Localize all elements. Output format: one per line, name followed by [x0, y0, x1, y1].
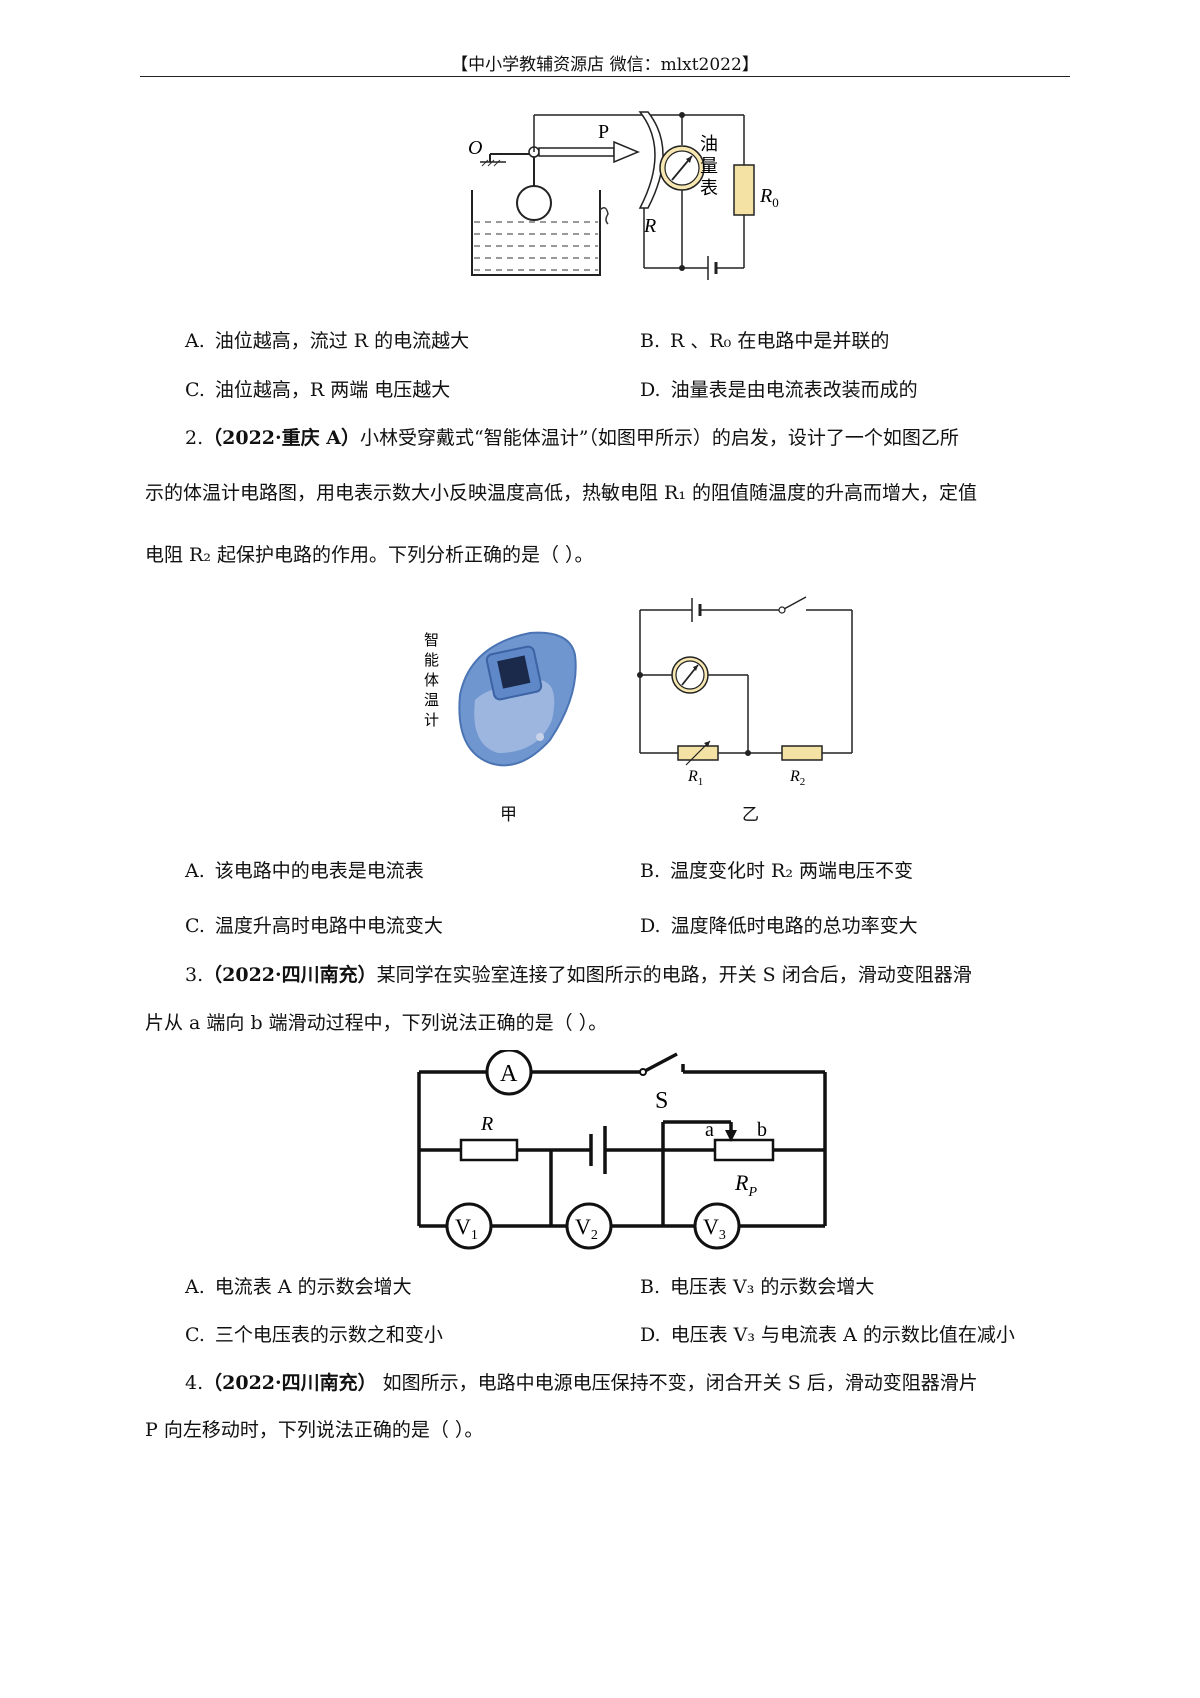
q2-stem-line-1: 2.（2022·重庆 A）小林受穿戴式“智能体温计”（如图甲所示）的启发，设计了…	[185, 427, 959, 449]
gauge-label-1: 油	[700, 134, 718, 154]
label-o: O	[468, 137, 482, 159]
label-v3: V3	[703, 1214, 726, 1243]
q1-option-c: C.油位越高，R 两端 电压越大	[185, 379, 451, 401]
gauge-label-3: 表	[700, 178, 718, 198]
caption-yi: 乙	[742, 805, 759, 825]
device-label-5: 计	[424, 712, 439, 729]
q3-option-b: B.电压表 V₃ 的示数会增大	[640, 1276, 875, 1298]
q4-stem-line-2: P 向左移动时，下列说法正确的是（ ）。	[145, 1419, 484, 1441]
q2-stem-line-3: 电阻 R₂ 起保护电路的作用。下列分析正确的是（ ）。	[145, 544, 594, 566]
smart-thermometer-image: 智 能 体 温 计	[424, 631, 577, 767]
label-v1: V1	[455, 1214, 478, 1243]
device-label-2: 能	[424, 652, 439, 669]
device-label-4: 温	[424, 692, 439, 709]
page-header: 【中小学教辅资源店 微信：mlxt2022】	[451, 55, 759, 75]
q2-option-a: A.该电路中的电表是电流表	[185, 860, 424, 882]
label-b: b	[757, 1119, 767, 1141]
label-r: R	[643, 215, 656, 237]
q2-option-b: B.温度变化时 R₂ 两端电压不变	[640, 860, 914, 882]
q3-stem-line-1: 3.（2022·四川南充）某同学在实验室连接了如图所示的电路，开关 S 闭合后，…	[185, 964, 972, 986]
device-label-1: 智	[424, 631, 439, 649]
label-a: a	[705, 1119, 714, 1141]
gauge-label-2: 量	[700, 156, 718, 176]
q2-option-c: C.温度升高时电路中电流变大	[185, 915, 443, 937]
q2-stem-line-2: 示的体温计电路图，用电表示数大小反映温度高低，热敏电阻 R₁ 的阻值随温度的升高…	[145, 482, 978, 504]
q3-option-a: A.电流表 A 的示数会增大	[185, 1276, 412, 1298]
q1-option-d: D.油量表是由电流表改装而成的	[640, 379, 918, 401]
q1-option-b: B.R 、R₀ 在电路中是并联的	[640, 330, 890, 352]
caption-jia: 甲	[500, 805, 517, 825]
q1-option-a: A.油位越高，流过 R 的电流越大	[185, 330, 470, 352]
label-r1: R1	[687, 768, 703, 788]
q2-option-d: D.温度降低时电路的总功率变大	[640, 915, 918, 937]
label-rp: RP	[734, 1170, 757, 1200]
label-ammeter: A	[500, 1061, 518, 1087]
label-switch: S	[655, 1088, 668, 1114]
label-p: P	[598, 121, 609, 143]
q3-stem-line-2: 片从 a 端向 b 端滑动过程中，下列说法正确的是（ ）。	[145, 1012, 608, 1034]
thermometer-circuit-diagram: R1 R2	[637, 596, 853, 788]
label-v2: V2	[575, 1214, 598, 1243]
label-r0: R0	[759, 185, 779, 210]
q4-stem-line-1: 4.（2022·四川南充） 如图所示，电路中电源电压保持不变，闭合开关 S 后，…	[185, 1372, 978, 1394]
header-divider	[140, 76, 1070, 77]
device-label-3: 体	[424, 672, 439, 689]
oil-gauge-circuit-diagram: O P R 油 量 表 R0	[468, 111, 779, 280]
q3-option-d: D.电压表 V₃ 与电流表 A 的示数比值在减小	[640, 1324, 1015, 1346]
label-resistor: R	[480, 1113, 493, 1135]
label-r2: R2	[789, 768, 805, 788]
q3-option-c: C.三个电压表的示数之和变小	[185, 1324, 443, 1346]
sliding-rheostat-circuit-diagram: A S R a b RP V1 V2 V3	[417, 1050, 827, 1250]
